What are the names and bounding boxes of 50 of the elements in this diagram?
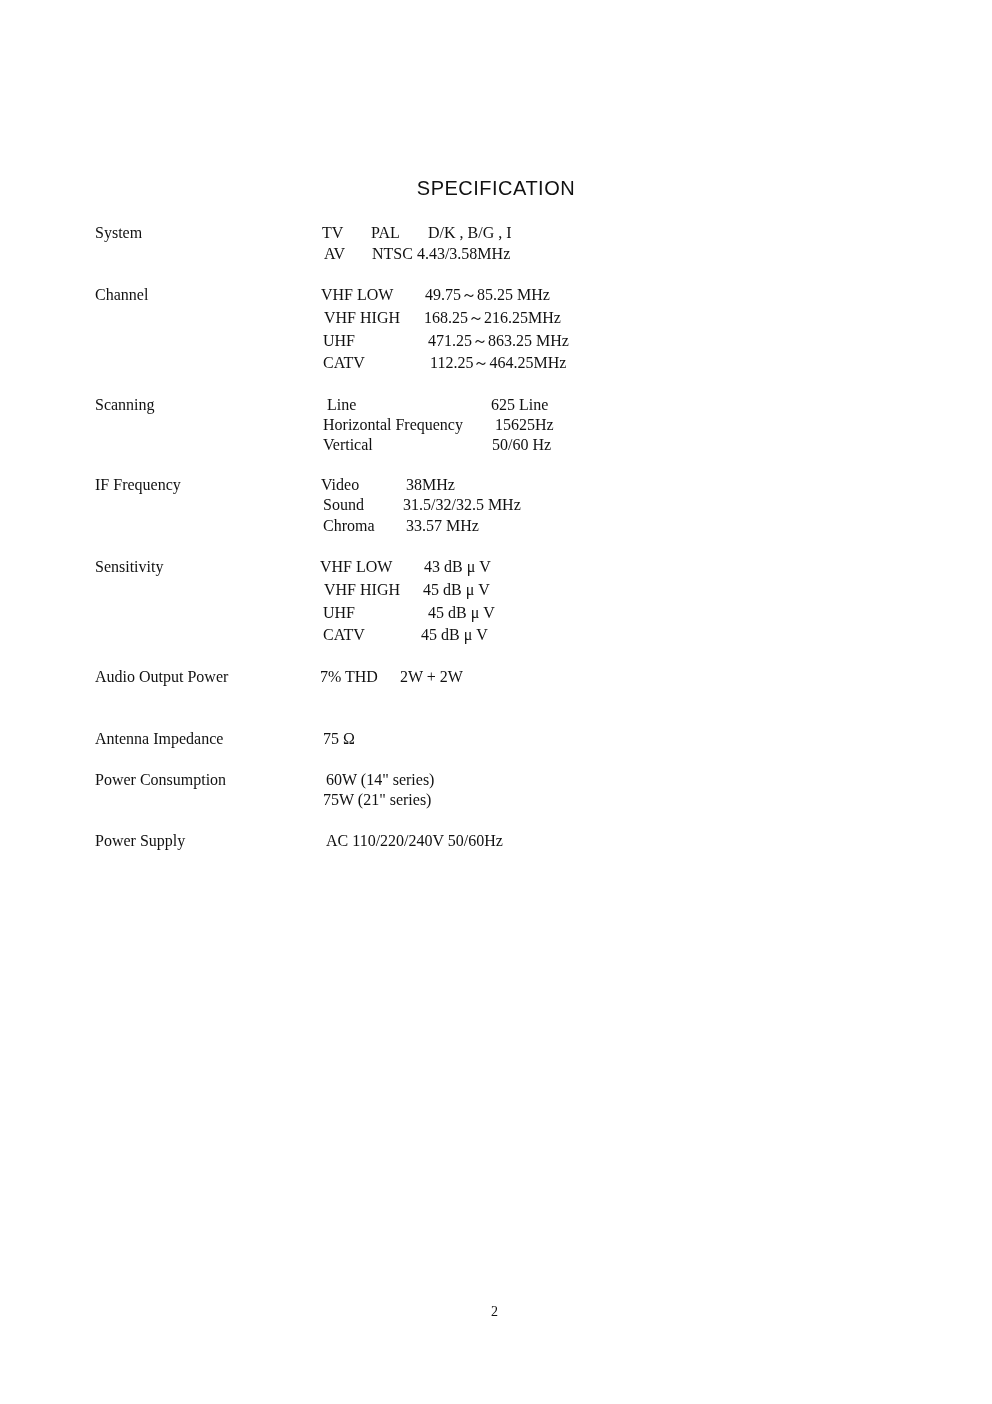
page-number: 2: [491, 1303, 498, 1321]
spec-value: 15625Hz: [495, 415, 554, 435]
spec-heading: Channel: [95, 285, 149, 305]
spec-value: 471.25～863.25 MHz: [428, 331, 569, 351]
spec-value: TV: [322, 223, 344, 243]
spec-value: 43 dB μ V: [424, 557, 491, 577]
spec-value: UHF: [323, 603, 355, 623]
spec-heading: Power Supply: [95, 831, 186, 851]
spec-value: CATV: [323, 353, 365, 373]
spec-heading: Antenna Impedance: [95, 729, 224, 749]
spec-value: Chroma: [323, 516, 375, 536]
spec-value: 33.57 MHz: [406, 516, 479, 536]
spec-value: 50/60 Hz: [492, 435, 552, 455]
spec-value: 38MHz: [406, 475, 455, 495]
spec-value: 60W (14" series): [326, 770, 435, 790]
spec-heading: IF Frequency: [95, 475, 181, 495]
spec-value: VHF HIGH: [324, 580, 400, 600]
spec-value: CATV: [323, 625, 365, 645]
spec-heading: Sensitivity: [95, 557, 164, 577]
spec-value: 75 Ω: [323, 729, 355, 749]
spec-value: Horizontal Frequency: [323, 415, 463, 435]
spec-heading: System: [95, 223, 143, 243]
spec-value: 49.75～85.25 MHz: [425, 285, 550, 305]
spec-value: VHF LOW: [320, 557, 393, 577]
spec-value: Vertical: [323, 435, 373, 455]
spec-value: UHF: [323, 331, 355, 351]
spec-value: 45 dB μ V: [423, 580, 490, 600]
spec-value: 625 Line: [491, 395, 549, 415]
spec-heading: Power Consumption: [95, 770, 227, 790]
spec-value: 45 dB μ V: [428, 603, 495, 623]
spec-heading: Scanning: [95, 395, 155, 415]
spec-value: AV: [324, 244, 346, 264]
spec-value: 45 dB μ V: [421, 625, 488, 645]
spec-value: NTSC 4.43/3.58MHz: [372, 244, 511, 264]
spec-value: 31.5/32/32.5 MHz: [403, 495, 521, 515]
spec-value: AC 110/220/240V 50/60Hz: [326, 831, 503, 851]
spec-value: PAL: [371, 223, 400, 243]
spec-value: Sound: [323, 495, 364, 515]
spec-heading: Audio Output Power: [95, 667, 229, 687]
spec-value: 112.25～464.25MHz: [430, 353, 567, 373]
spec-value: 7% THD: [320, 667, 378, 687]
spec-value: Line: [327, 395, 357, 415]
spec-value: VHF HIGH: [324, 308, 400, 328]
spec-value: 168.25～216.25MHz: [424, 308, 561, 328]
spec-value: D/K , B/G , I: [428, 223, 512, 243]
spec-value: 2W + 2W: [400, 667, 463, 687]
spec-value: 75W (21" series): [323, 790, 432, 810]
page-title: SPECIFICATION: [415, 177, 577, 200]
spec-value: VHF LOW: [321, 285, 394, 305]
spec-value: Video: [321, 475, 360, 495]
